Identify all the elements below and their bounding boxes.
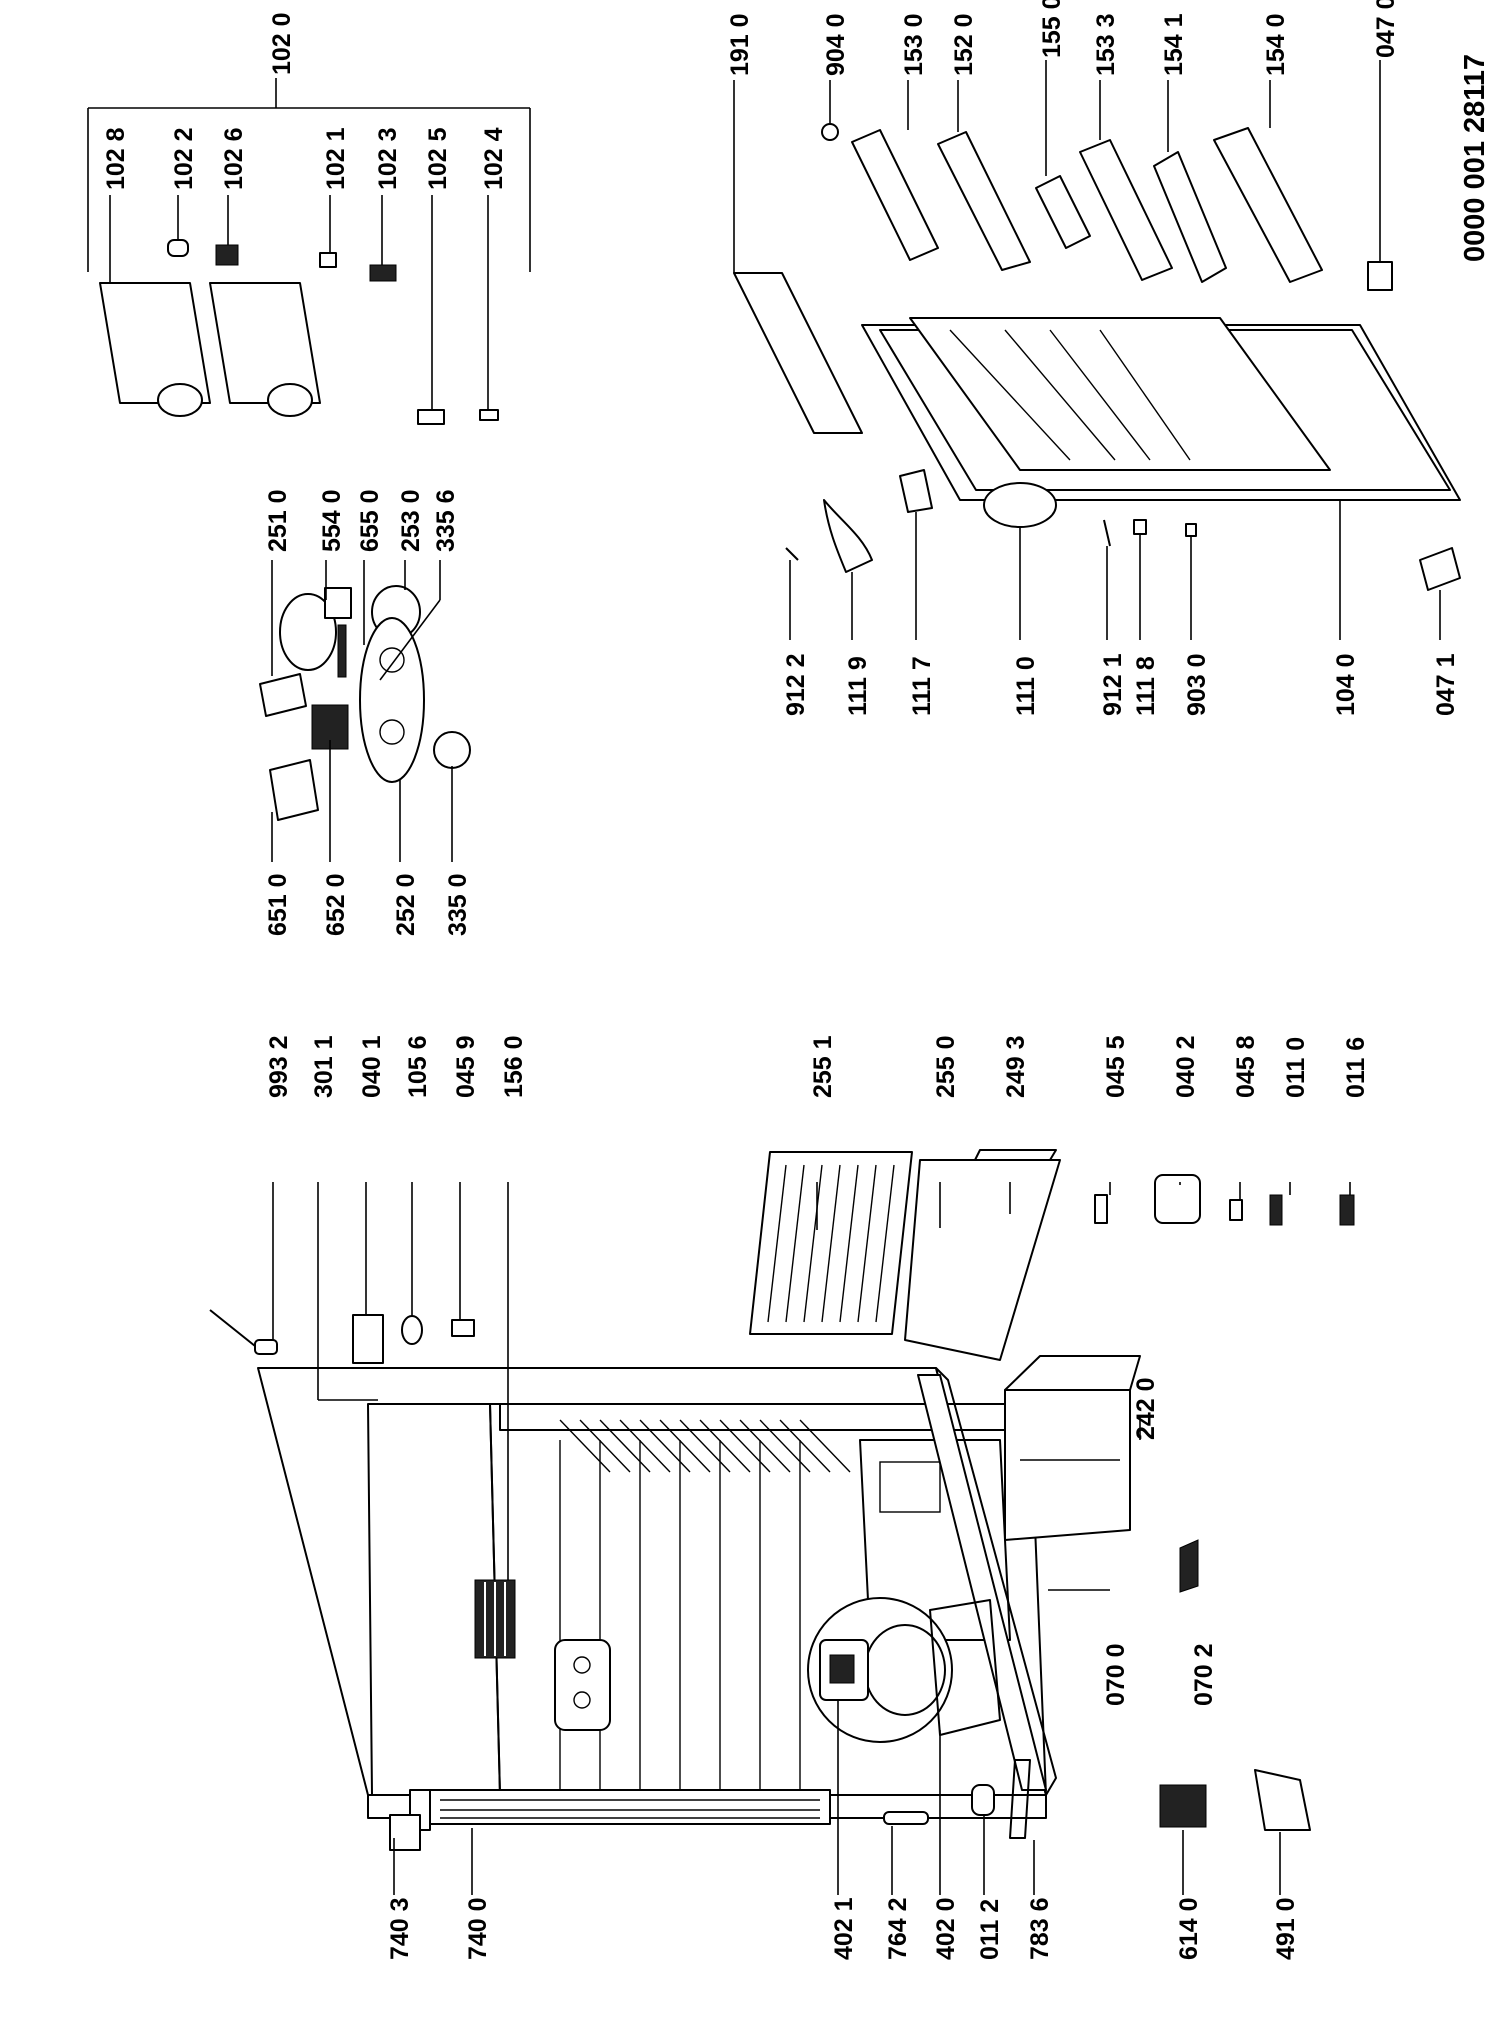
small-parts bbox=[209, 1174, 1355, 1839]
label-102-8: 102 8 bbox=[102, 127, 130, 190]
label-764-2: 764 2 bbox=[884, 1897, 912, 1960]
label-242-0: 242 0 bbox=[1132, 1377, 1160, 1440]
label-783-6: 783 6 bbox=[1026, 1897, 1054, 1960]
label-011-2: 011 2 bbox=[976, 1899, 1004, 1960]
label-111-9: 111 9 bbox=[844, 656, 872, 716]
door-parts bbox=[785, 123, 1461, 591]
label-045-9: 045 9 bbox=[452, 1035, 480, 1098]
label-102-4: 102 4 bbox=[480, 127, 508, 190]
leader-lines bbox=[87, 60, 1441, 1895]
label-040-1: 040 1 bbox=[358, 1035, 386, 1098]
compressor bbox=[807, 1597, 1001, 1743]
label-111-8: 111 8 bbox=[1132, 656, 1160, 716]
label-155-0: 155 0 bbox=[1038, 0, 1066, 58]
label-154-1: 154 1 bbox=[1160, 13, 1188, 76]
label-402-0: 402 0 bbox=[932, 1897, 960, 1960]
label-102-6: 102 6 bbox=[220, 127, 248, 190]
labels-control-group: 251 0 554 0 655 0 253 0 335 6 651 0 652 … bbox=[264, 489, 472, 936]
label-651-0: 651 0 bbox=[264, 873, 292, 936]
labels-main-left: 740 3 740 0 402 1 764 2 402 0 011 2 783 … bbox=[386, 1897, 1300, 1960]
label-253-0: 253 0 bbox=[397, 489, 425, 552]
label-740-0: 740 0 bbox=[464, 1897, 492, 1960]
shelf-trim bbox=[974, 1149, 1057, 1161]
control-group bbox=[259, 585, 471, 821]
label-251-0: 251 0 bbox=[264, 489, 292, 552]
label-040-2: 040 2 bbox=[1172, 1035, 1200, 1098]
labels-hardware: 045 5 040 2 045 8 011 0 011 6 bbox=[1102, 1035, 1370, 1098]
label-652-0: 652 0 bbox=[322, 873, 350, 936]
label-255-1: 255 1 bbox=[809, 1035, 837, 1098]
label-402-1: 402 1 bbox=[830, 1897, 858, 1960]
label-614-0: 614 0 bbox=[1175, 1897, 1203, 1960]
crisper-drawer bbox=[1004, 1355, 1141, 1541]
label-903-0: 903 0 bbox=[1183, 653, 1211, 716]
label-152-0: 152 0 bbox=[950, 13, 978, 76]
labels-main-right: 070 0 070 2 242 0 bbox=[1102, 1377, 1218, 1706]
label-301-1: 301 1 bbox=[310, 1035, 338, 1098]
label-252-0: 252 0 bbox=[392, 873, 420, 936]
label-335-6: 335 6 bbox=[432, 489, 460, 552]
label-045-5: 045 5 bbox=[1102, 1035, 1130, 1098]
label-154-0: 154 0 bbox=[1262, 13, 1290, 76]
label-491-0: 491 0 bbox=[1272, 1897, 1300, 1960]
label-153-3: 153 3 bbox=[1092, 13, 1120, 76]
freezer-shelf-group bbox=[99, 239, 499, 425]
label-070-0: 070 0 bbox=[1102, 1643, 1130, 1706]
label-102-5: 102 5 bbox=[424, 127, 452, 190]
label-912-2: 912 2 bbox=[782, 653, 810, 716]
label-102-2: 102 2 bbox=[170, 127, 198, 190]
label-111-0: 111 0 bbox=[1012, 656, 1040, 716]
labels-door-top: 191 0 904 0 153 0 152 0 155 0 153 3 154 … bbox=[726, 0, 1400, 76]
glass-shelf bbox=[904, 1159, 1061, 1361]
label-191-0: 191 0 bbox=[726, 13, 754, 76]
label-554-0: 554 0 bbox=[318, 489, 346, 552]
label-070-2: 070 2 bbox=[1190, 1643, 1218, 1706]
label-111-7: 111 7 bbox=[908, 656, 936, 716]
label-105-6: 105 6 bbox=[404, 1035, 432, 1098]
label-740-3: 740 3 bbox=[386, 1897, 414, 1960]
label-047-0: 047 0 bbox=[1372, 0, 1400, 58]
label-102-1: 102 1 bbox=[322, 127, 350, 190]
label-011-6: 011 6 bbox=[1342, 1037, 1370, 1098]
cabinet bbox=[257, 1367, 1057, 1825]
label-255-0: 255 0 bbox=[932, 1035, 960, 1098]
label-153-0: 153 0 bbox=[900, 13, 928, 76]
labels-shelf-group: 102 0 102 8 102 2 102 6 102 1 102 3 102 … bbox=[102, 12, 508, 190]
label-156-0: 156 0 bbox=[500, 1035, 528, 1098]
label-993-2: 993 2 bbox=[265, 1035, 293, 1098]
label-655-0: 655 0 bbox=[356, 489, 384, 552]
label-904-0: 904 0 bbox=[822, 13, 850, 76]
labels-door-bottom: 912 2 111 9 111 7 111 0 912 1 111 8 903 … bbox=[782, 653, 1460, 716]
label-011-0: 011 0 bbox=[1282, 1037, 1310, 1098]
door-assembly bbox=[733, 272, 1461, 528]
label-102-0: 102 0 bbox=[268, 12, 296, 75]
label-047-1: 047 1 bbox=[1432, 653, 1460, 716]
label-912-1: 912 1 bbox=[1099, 653, 1127, 716]
label-102-3: 102 3 bbox=[374, 127, 402, 190]
condenser-tube bbox=[389, 1789, 929, 1851]
labels-shelves: 255 1 255 0 249 3 bbox=[809, 1035, 1030, 1098]
label-104-0: 104 0 bbox=[1332, 653, 1360, 716]
label-335-0: 335 0 bbox=[444, 873, 472, 936]
labels-main-top: 993 2 301 1 040 1 105 6 045 9 156 0 bbox=[265, 1035, 528, 1098]
wire-shelf bbox=[749, 1151, 913, 1335]
label-249-3: 249 3 bbox=[1002, 1035, 1030, 1098]
label-045-8: 045 8 bbox=[1232, 1035, 1260, 1098]
document-number: 0000 001 28117 bbox=[1459, 54, 1491, 262]
